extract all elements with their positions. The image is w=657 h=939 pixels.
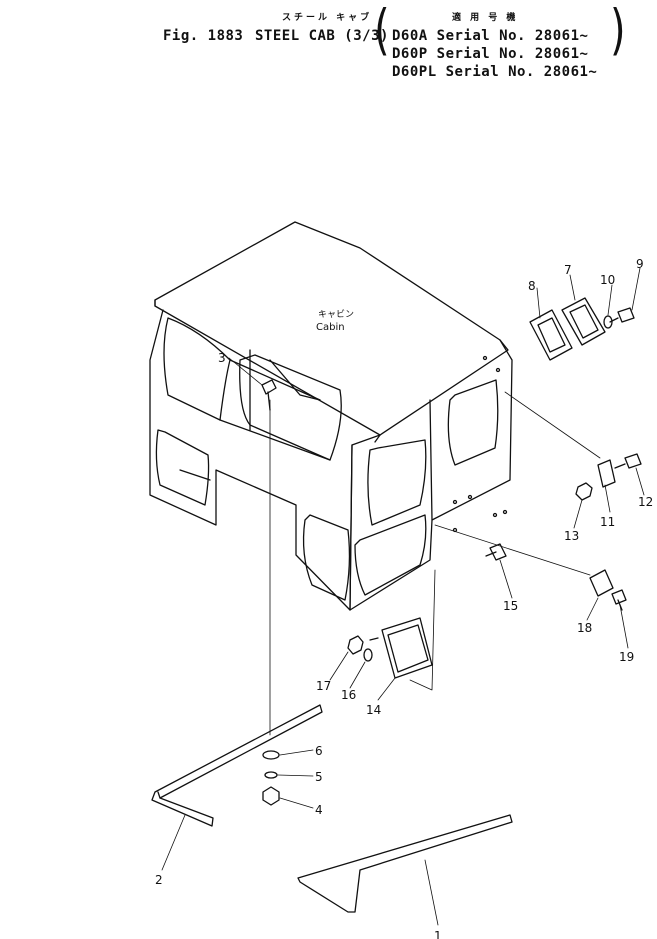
bracket-open: ( bbox=[374, 0, 390, 63]
part-8-gasket bbox=[529, 309, 573, 361]
callout-2: 2 bbox=[155, 873, 163, 887]
applicable-japanese: 適 用 号 機 bbox=[452, 13, 519, 23]
part-2-rail bbox=[151, 704, 323, 827]
part-5-spring-washer bbox=[264, 771, 278, 779]
part-7-cover bbox=[561, 297, 606, 346]
callout-19: 19 bbox=[619, 650, 634, 664]
callout-8: 8 bbox=[528, 279, 536, 293]
cab-window-door-lower bbox=[302, 514, 351, 601]
serial-line-2: D60P Serial No. 28061~ bbox=[392, 46, 589, 62]
callout-7: 7 bbox=[564, 263, 572, 277]
cab-label-japanese: キャビン bbox=[318, 309, 354, 320]
serial-line-3: D60PL Serial No. 28061~ bbox=[392, 64, 598, 80]
callout-5: 5 bbox=[315, 770, 323, 784]
callout-17: 17 bbox=[316, 679, 331, 693]
part-13-nut bbox=[575, 482, 593, 501]
part-10-washer bbox=[603, 315, 613, 329]
callout-11: 11 bbox=[600, 515, 615, 529]
part-16-washer bbox=[363, 648, 373, 662]
part-9-bolt bbox=[609, 307, 635, 323]
cab-roof bbox=[154, 221, 509, 436]
bracket-close: ) bbox=[610, 0, 626, 63]
callout-3: 3 bbox=[218, 351, 226, 365]
cab-label: Cabin bbox=[316, 322, 345, 333]
part-3-bolt bbox=[261, 379, 277, 411]
part-12-bolt bbox=[614, 453, 642, 469]
callout-9: 9 bbox=[636, 257, 644, 271]
serial-line-1: D60A Serial No. 28061~ bbox=[392, 28, 589, 44]
part-18-plate bbox=[589, 569, 614, 597]
figure-number: Fig. 1883 bbox=[163, 28, 244, 44]
callout-10: 10 bbox=[600, 273, 615, 287]
callout-14: 14 bbox=[366, 703, 381, 717]
part-17-nut bbox=[347, 635, 364, 655]
part-1-rail bbox=[297, 814, 513, 913]
figure-title: STEEL CAB (3/3) bbox=[255, 28, 389, 44]
callout-15: 15 bbox=[503, 599, 518, 613]
cab-window-left-lower bbox=[155, 429, 210, 506]
part-19-bolt bbox=[611, 589, 627, 611]
cab-body bbox=[149, 309, 513, 611]
part-15-bolt bbox=[485, 543, 507, 561]
cab-window-left-upper bbox=[163, 317, 231, 421]
callout-16: 16 bbox=[341, 688, 356, 702]
part-11-bracket bbox=[597, 459, 616, 488]
part-14-cover bbox=[381, 617, 433, 679]
callout-1: 1 bbox=[434, 929, 442, 939]
callout-4: 4 bbox=[315, 803, 323, 817]
callout-18: 18 bbox=[577, 621, 592, 635]
part-4-nut bbox=[262, 786, 280, 806]
cab-window-door-upper bbox=[367, 439, 427, 526]
part-6-washer bbox=[262, 750, 280, 760]
title-japanese: スチール キャブ bbox=[282, 13, 373, 23]
cab-window-side-right bbox=[447, 379, 499, 466]
callout-13: 13 bbox=[564, 529, 579, 543]
callout-6: 6 bbox=[315, 744, 323, 758]
callout-12: 12 bbox=[638, 495, 653, 509]
